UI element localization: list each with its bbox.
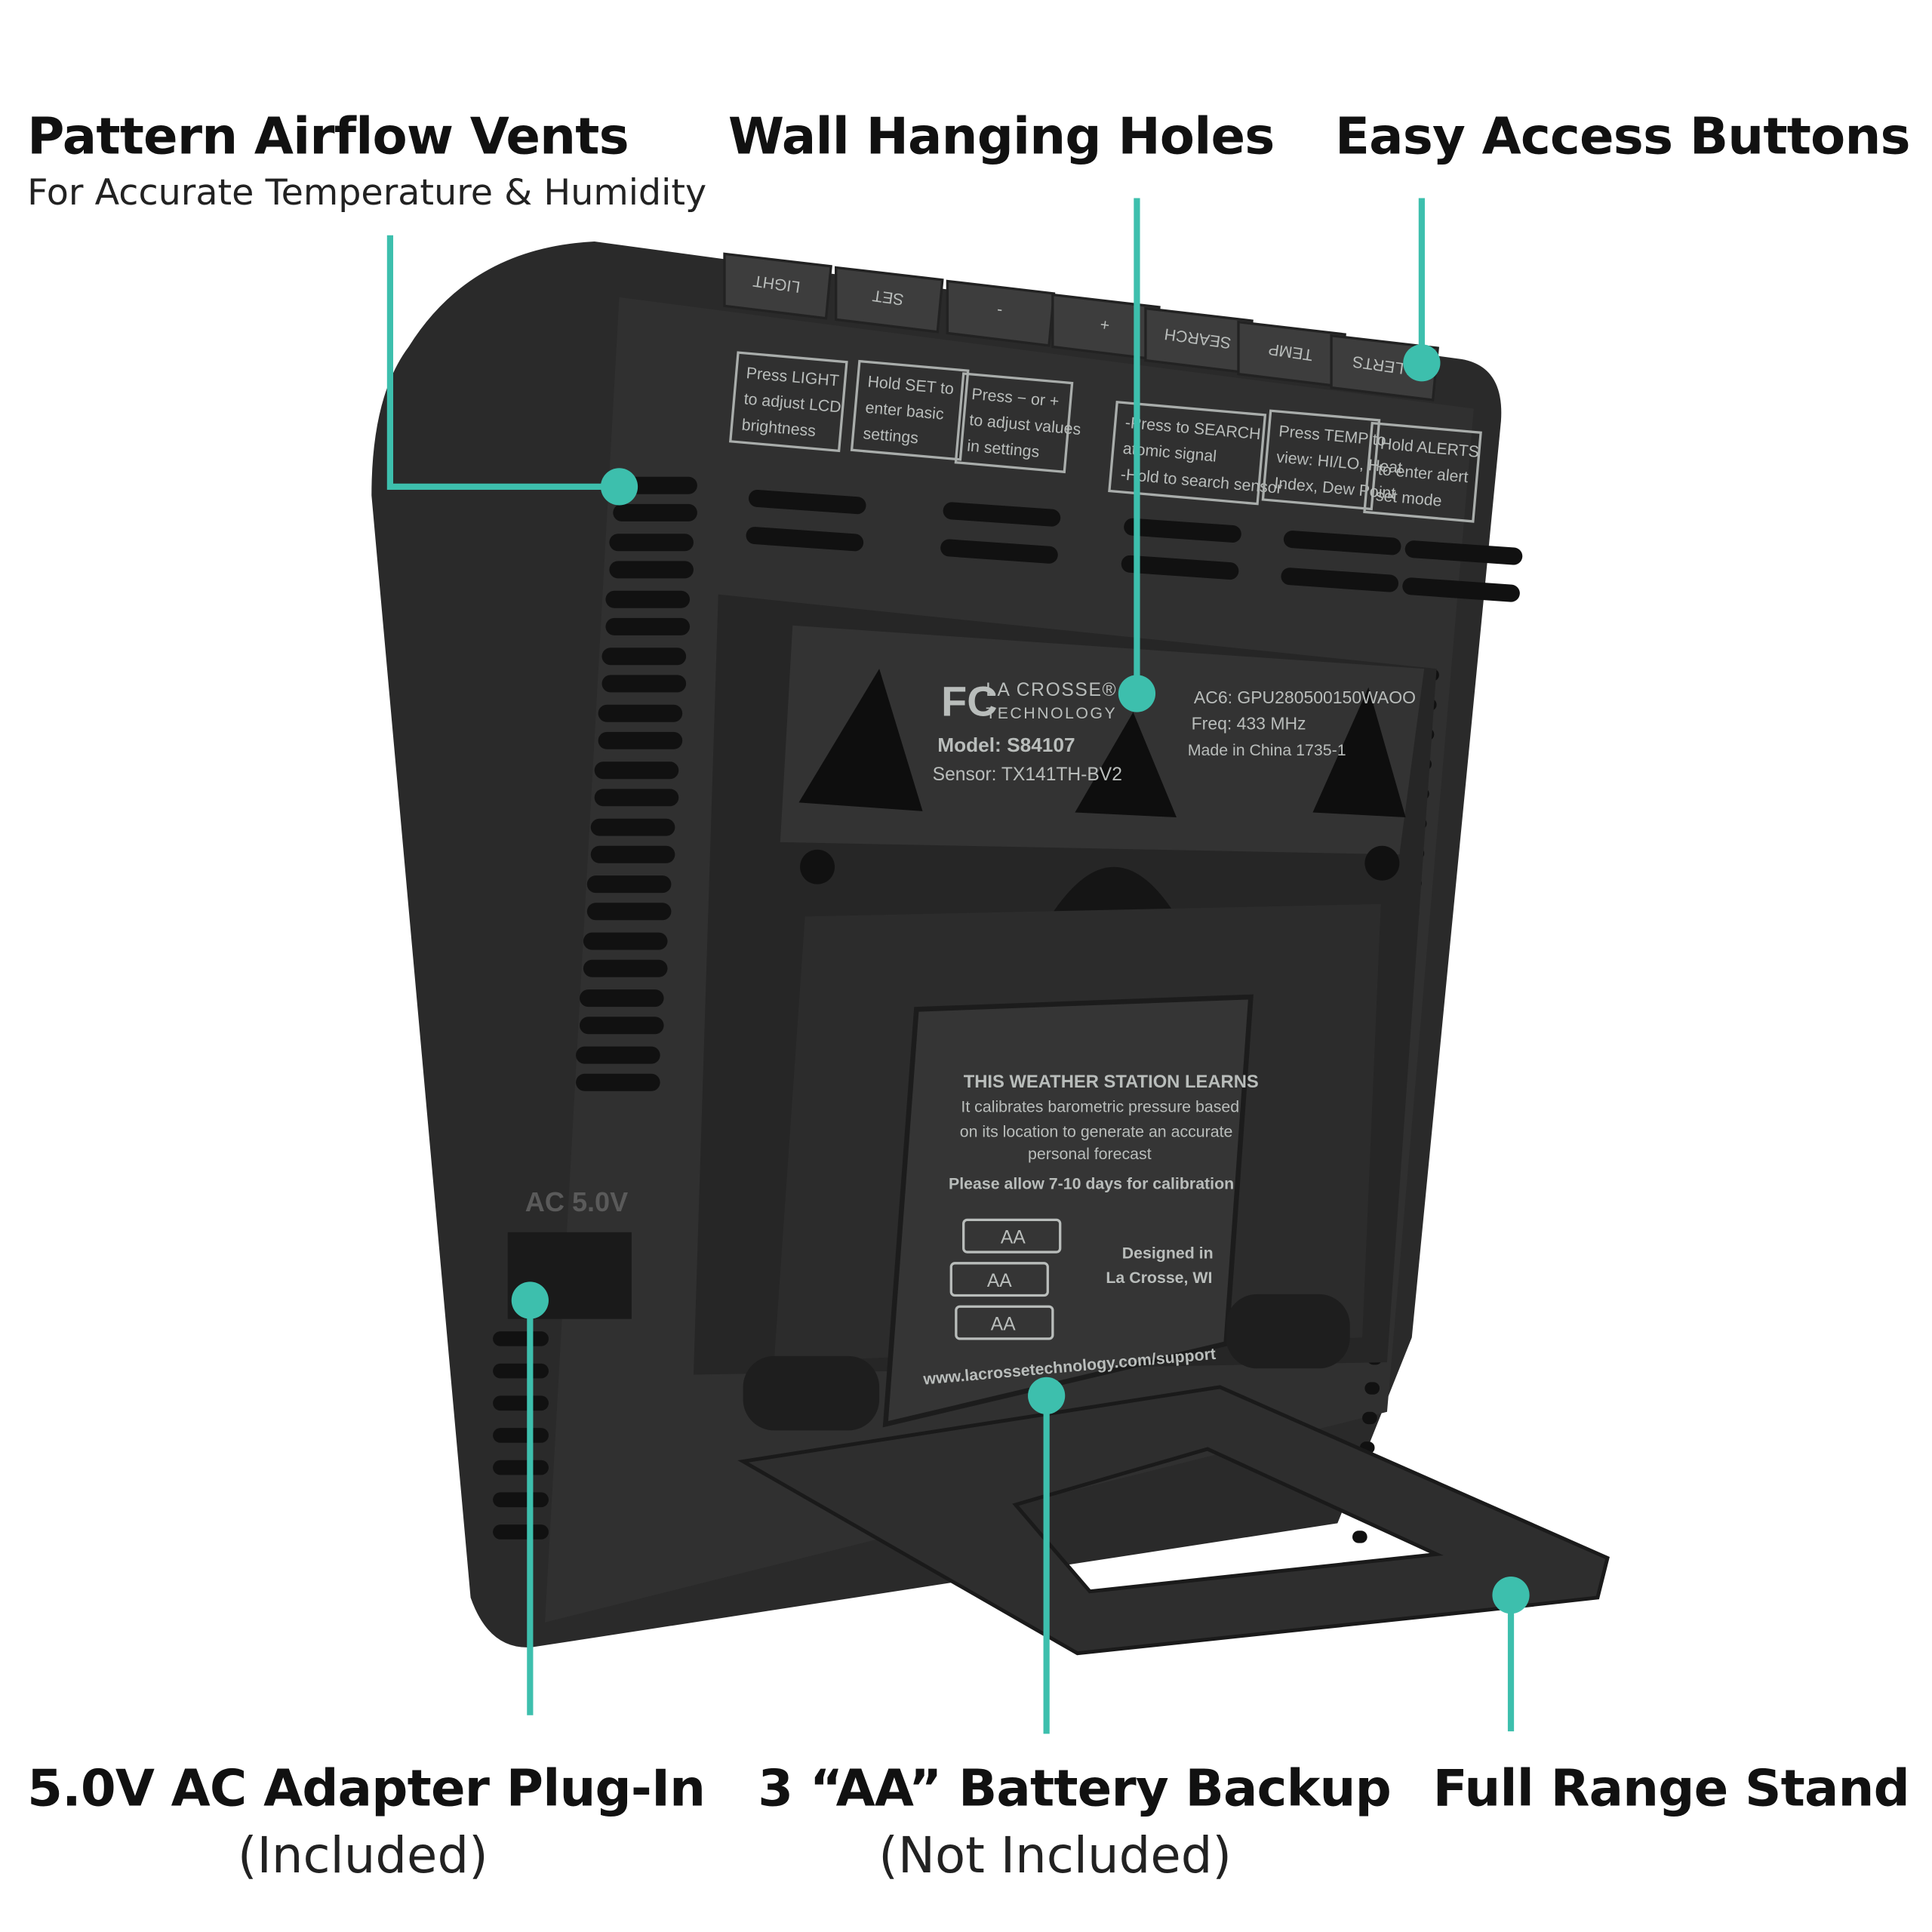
brand-sub: TECHNOLOGY	[986, 704, 1117, 722]
airflow-vent	[493, 1492, 549, 1508]
callout-title-holes: Wall Hanging Holes	[728, 106, 1275, 166]
airflow-vent	[493, 1395, 549, 1411]
callout-subtitle-vents: For Accurate Temperature & Humidity	[27, 171, 707, 214]
callout-dot-vents	[600, 468, 638, 506]
airflow-vent	[1402, 577, 1520, 602]
airflow-vent	[601, 648, 687, 666]
battery-diagram	[949, 1218, 1062, 1340]
device-button-label: +	[1099, 315, 1111, 335]
callout-title-vents: Pattern Airflow Vents	[27, 106, 629, 166]
airflow-vent	[1362, 1411, 1377, 1425]
callout-title-adapter: 5.0V AC Adapter Plug-In	[27, 1758, 706, 1818]
device-button[interactable]: TEMP	[1237, 320, 1346, 388]
hanging-hole-center	[1075, 712, 1177, 818]
frequency: Freq: 433 MHz	[1192, 714, 1306, 734]
device-button[interactable]: -	[946, 279, 1056, 347]
airflow-vent	[605, 617, 691, 635]
door-line: personal forecast	[1028, 1145, 1152, 1163]
battery-door[interactable]	[882, 994, 1254, 1428]
battery-cell: AA	[991, 1314, 1016, 1334]
airflow-vent	[493, 1428, 549, 1443]
airflow-vent	[594, 789, 679, 807]
airflow-vent	[1283, 531, 1401, 555]
device-button[interactable]: LIGHT	[723, 252, 832, 320]
airflow-vent	[583, 932, 668, 950]
airflow-vent	[1352, 1531, 1367, 1543]
airflow-vent	[605, 590, 691, 608]
airflow-vent	[590, 818, 675, 836]
airflow-vent	[598, 704, 683, 722]
callout-title-buttons: Easy Access Buttons	[1334, 106, 1911, 166]
airflow-vent	[493, 1460, 549, 1475]
device-button[interactable]: +	[1051, 293, 1161, 361]
label-plate	[780, 625, 1425, 855]
callout-dot-holes	[1118, 675, 1156, 712]
device-button-label: SET	[872, 287, 905, 309]
stand-hinge	[1226, 1294, 1350, 1369]
sensor-model: Sensor: TX141TH-BV2	[933, 764, 1122, 785]
callout-title-battery: 3 “AA” Battery Backup	[758, 1758, 1391, 1818]
airflow-vent	[613, 503, 697, 521]
callout-dot-adapter	[511, 1281, 549, 1319]
stand-hinge	[743, 1355, 880, 1431]
airflow-vent	[576, 1046, 660, 1064]
airflow-vent	[609, 561, 694, 579]
airflow-vent	[576, 1073, 660, 1091]
brand-name: LA CROSSE®	[986, 680, 1117, 700]
ac-spec: AC6: GPU280500150WAOO	[1194, 688, 1416, 707]
airflow-vent	[1124, 518, 1241, 543]
airflow-vent	[598, 731, 683, 749]
callout-subtitle-battery: (Not Included)	[878, 1828, 1232, 1885]
device-button[interactable]: SEARCH	[1144, 306, 1254, 374]
airflow-vent	[579, 989, 664, 1008]
airflow-vent	[586, 903, 672, 921]
screw-hole	[800, 849, 835, 884]
door-line: on its location to generate an accurate	[960, 1122, 1233, 1140]
fcc-logo: FC	[941, 677, 997, 724]
airflow-vent	[579, 1017, 664, 1035]
ac-port-label: AC 5.0V	[525, 1186, 628, 1217]
callout-lines	[386, 198, 1515, 1734]
airflow-vent	[1404, 540, 1523, 565]
battery-cell: AA	[987, 1271, 1012, 1291]
airflow-vent	[583, 959, 668, 977]
airflow-vent	[748, 489, 866, 515]
hanging-hole-left	[798, 669, 923, 811]
callout-title-stand: Full Range Stand	[1432, 1758, 1910, 1818]
airflow-vent	[943, 502, 1061, 527]
model-number: Model: S84107	[937, 734, 1075, 756]
airflow-vent	[594, 761, 679, 780]
airflow-vent	[746, 527, 864, 552]
airflow-vent	[493, 1524, 549, 1540]
screw-hole	[1364, 845, 1400, 881]
device-button[interactable]: SET	[835, 266, 944, 334]
finger-notch	[1050, 866, 1177, 917]
callout-dot-stand	[1492, 1576, 1530, 1614]
airflow-vent	[586, 875, 672, 894]
airflow-vent	[493, 1331, 549, 1346]
callout-dot-buttons	[1403, 344, 1441, 382]
airflow-vent	[493, 1363, 549, 1379]
hanging-hole-right	[1312, 687, 1406, 818]
airflow-vent	[590, 845, 675, 863]
designed-in: Designed in	[1122, 1244, 1214, 1262]
airflow-vent	[1121, 555, 1239, 580]
door-note: Please allow 7-10 days for calibration	[949, 1174, 1234, 1192]
door-heading: THIS WEATHER STATION LEARNS	[964, 1072, 1259, 1092]
callout-subtitle-adapter: (Included)	[237, 1828, 488, 1885]
device-button-label: -	[995, 302, 1003, 321]
door-line: It calibrates barometric pressure based	[961, 1098, 1239, 1116]
airflow-vent	[1281, 568, 1399, 592]
callout-dot-battery	[1028, 1377, 1066, 1415]
battery-cell: AA	[1001, 1228, 1026, 1248]
stand[interactable]	[737, 1385, 1610, 1656]
airflow-vent	[601, 675, 687, 693]
airflow-vent	[940, 539, 1058, 564]
airflow-vent	[1364, 1382, 1380, 1395]
airflow-vent	[609, 534, 694, 552]
made-in: Made in China 1735-1	[1188, 741, 1346, 759]
designed-in: La Crosse, WI	[1106, 1269, 1212, 1287]
